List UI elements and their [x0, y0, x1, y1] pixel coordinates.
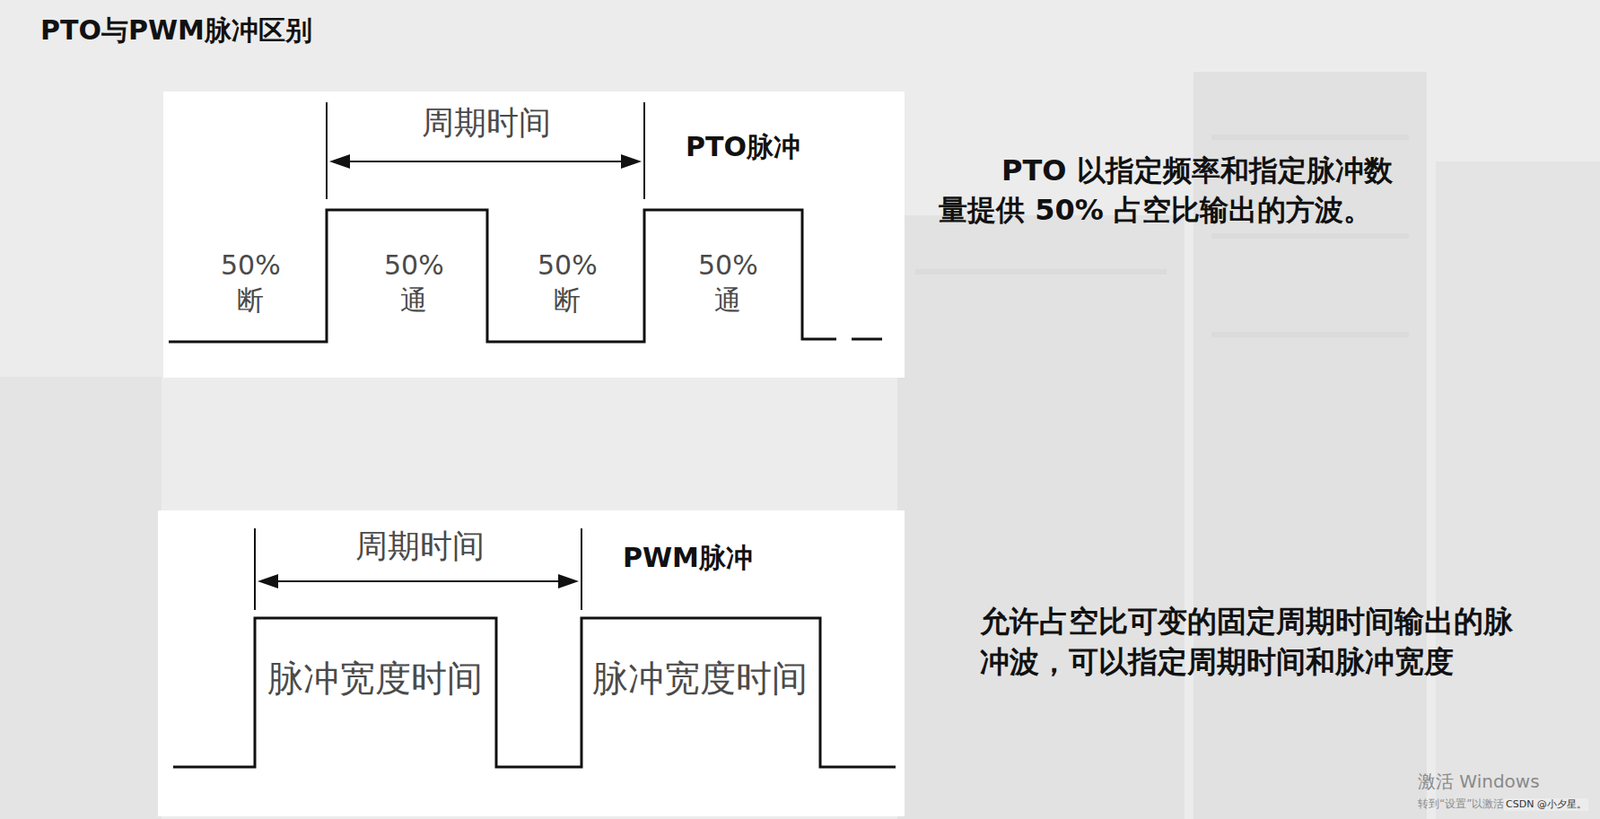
figure-panel: [163, 91, 905, 378]
description-text: 允许占空比可变的固定周期时间输出的脉冲波，可以指定周期时间和脉冲宽度: [979, 601, 1528, 682]
period-label: 周期时间: [355, 525, 485, 569]
figure-panel: [157, 510, 905, 817]
duty-label: 50% 断: [537, 247, 597, 318]
arrow-head: [620, 154, 642, 169]
waveform-title: PTO脉冲: [685, 129, 801, 165]
watermark: CSDN @小夕星。: [1503, 798, 1589, 812]
waveform-title: PWM脉冲: [622, 540, 753, 576]
slide-title: PTO与PWM脉冲区别: [40, 12, 313, 49]
watermark: 激活 Windows: [1417, 769, 1540, 794]
duty-label: 50% 断: [220, 247, 280, 318]
faded-background: [0, 71, 1600, 819]
duty-label: 50% 通: [698, 247, 758, 318]
arrow-head: [558, 574, 579, 589]
pulse-width-label: 脉冲宽度时间: [592, 655, 808, 702]
pwm-waveform: [173, 618, 896, 768]
duty-label: 50% 通: [384, 247, 444, 318]
period-dimension: [326, 102, 645, 200]
arrow-head: [257, 574, 279, 589]
description-text: PTO 以指定频率和指定脉冲数量提供 50% 占空比输出的方波。: [938, 150, 1415, 230]
arrow-head: [329, 154, 350, 169]
period-label: 周期时间: [421, 102, 551, 145]
pto-waveform: [168, 209, 883, 342]
pulse-width-label: 脉冲宽度时间: [267, 655, 483, 702]
